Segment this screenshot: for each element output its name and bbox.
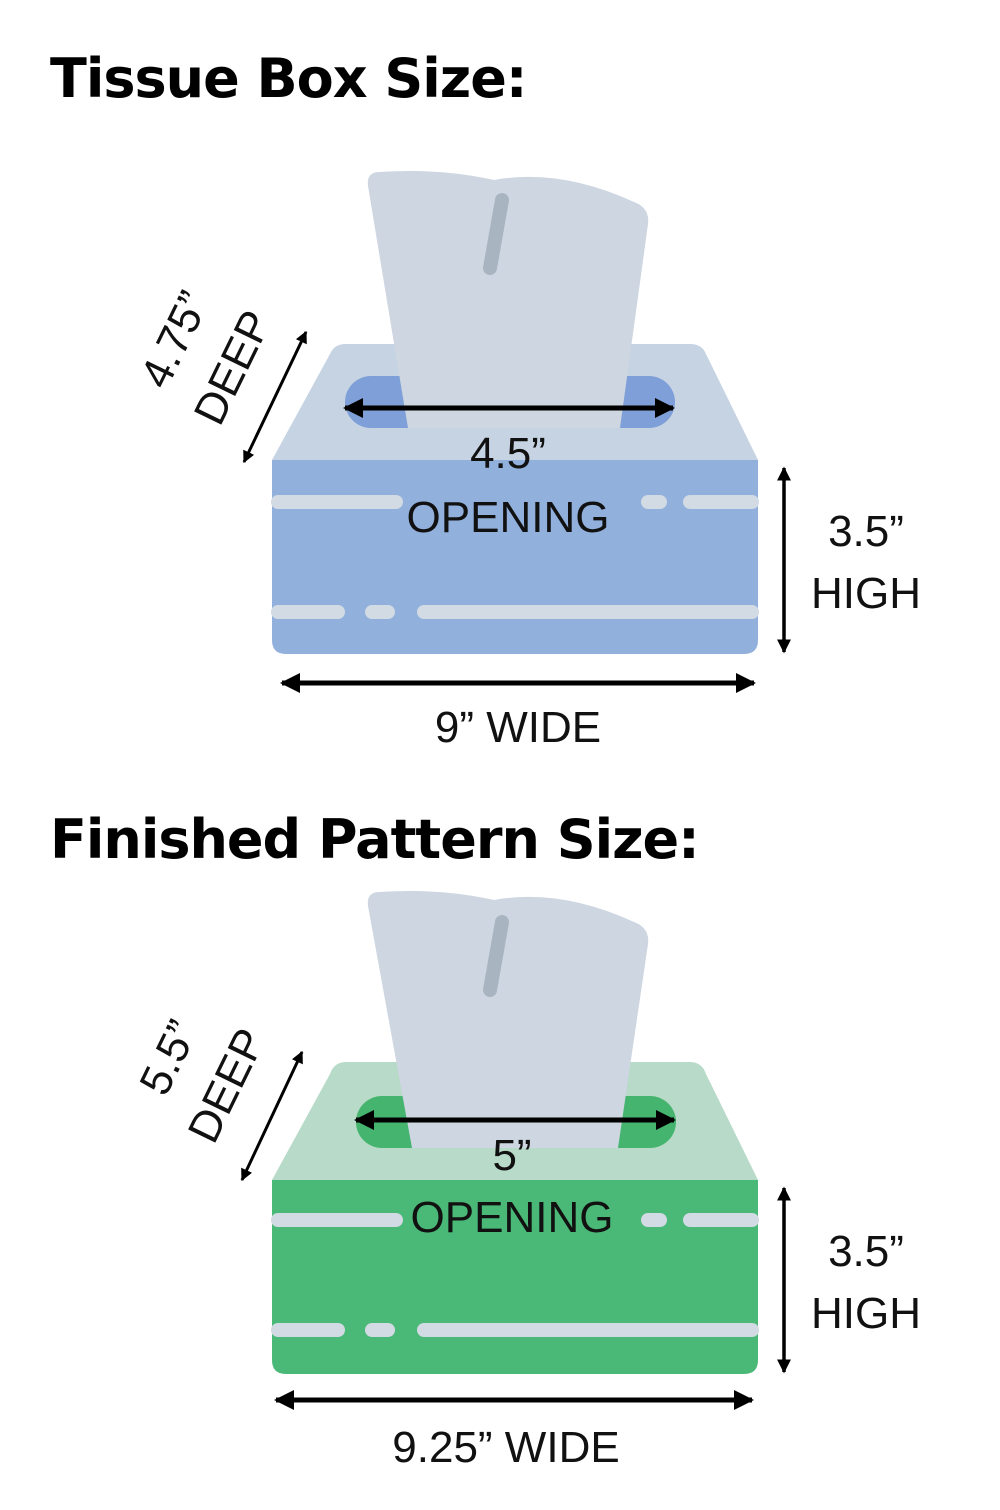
opening-value-label: 5” [492,1131,531,1180]
opening-word-label: OPENING [411,1193,614,1242]
finished-pattern-diagram: 5” OPENING 3.5” HIGH 9.25” WIDE 5.5” DEE… [130,891,921,1472]
high-word-label: HIGH [811,569,921,618]
high-word-label: HIGH [811,1289,921,1338]
box-front [272,460,758,654]
depth-arrow [242,330,308,464]
high-value-label: 3.5” [828,1227,904,1276]
wide-label: 9.25” WIDE [392,1423,619,1472]
opening-value-label: 4.5” [470,429,546,478]
high-value-label: 3.5” [828,507,904,556]
depth-arrow [240,1050,304,1182]
tissue-box-diagram: 4.5” OPENING 3.5” HIGH 9” WIDE 4.75” DEE… [131,171,921,752]
finished-pattern-size-heading: Finished Pattern Size: [50,808,700,871]
tissue [367,891,649,1148]
box-stripes [271,1213,759,1337]
tissue [367,171,649,428]
deep-value-label: 5.5” [130,1013,207,1103]
opening-word-label: OPENING [407,493,610,542]
tissue-box-size-heading: Tissue Box Size: [50,47,527,110]
box-stripes [271,495,759,619]
wide-label: 9” WIDE [435,703,601,752]
